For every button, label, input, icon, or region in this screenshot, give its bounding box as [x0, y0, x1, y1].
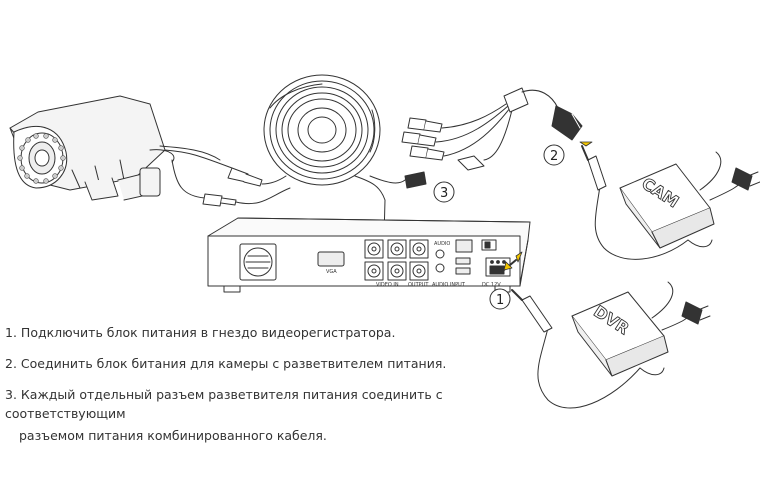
- coil-power-connector: [404, 171, 427, 189]
- svg-text:2: 2: [550, 149, 558, 164]
- step-number: 1.: [5, 325, 17, 340]
- camera-power-adapter: CAM: [581, 145, 760, 260]
- step-text: Соединить блок битания для камеры с разв…: [20, 356, 447, 371]
- instruction-step-1: 1. Подключить блок питания в гнездо виде…: [5, 323, 525, 342]
- svg-text:3: 3: [440, 186, 448, 201]
- callout-1: 1: [489, 288, 511, 310]
- callout-2: 2: [543, 144, 565, 166]
- camera-video-connector: [227, 167, 263, 187]
- audio-input-label: AUDIO INPUT: [432, 282, 466, 288]
- video-recorder: VGA VIDEO IN OUTPUT AUDIO AUDIO INPUT: [207, 217, 531, 293]
- cctv-camera: [9, 95, 175, 201]
- combined-cable-coil: [263, 74, 381, 186]
- output-label: OUTPUT: [408, 282, 429, 288]
- instructions-list: 1. Подключить блок питания в гнездо виде…: [5, 323, 525, 457]
- step-number: 2.: [5, 356, 17, 371]
- step-text: Каждый отдельный разъем разветвителя пит…: [5, 387, 443, 421]
- video-in-connectors: [364, 239, 429, 281]
- dvr-power-adapter: DVR: [511, 281, 711, 409]
- dc-label: DC 12V: [482, 282, 501, 288]
- power-splitter: [401, 87, 583, 171]
- instruction-step-3: 3. Каждый отдельный разъем разветвителя …: [5, 385, 525, 445]
- svg-text:1: 1: [496, 293, 504, 308]
- callout-3: 3: [433, 181, 455, 203]
- step-number: 3.: [5, 387, 17, 402]
- vga-label: VGA: [326, 269, 337, 275]
- step-text: Подключить блок питания в гнездо видеоре…: [20, 325, 396, 340]
- camera-power-connector: [202, 193, 237, 207]
- video-in-label: VIDEO IN: [376, 282, 399, 288]
- instruction-step-2: 2. Соединить блок битания для камеры с р…: [5, 354, 525, 373]
- audio-label: AUDIO: [434, 241, 450, 247]
- step-text-continuation: разъемом питания комбинированного кабеля…: [19, 428, 327, 443]
